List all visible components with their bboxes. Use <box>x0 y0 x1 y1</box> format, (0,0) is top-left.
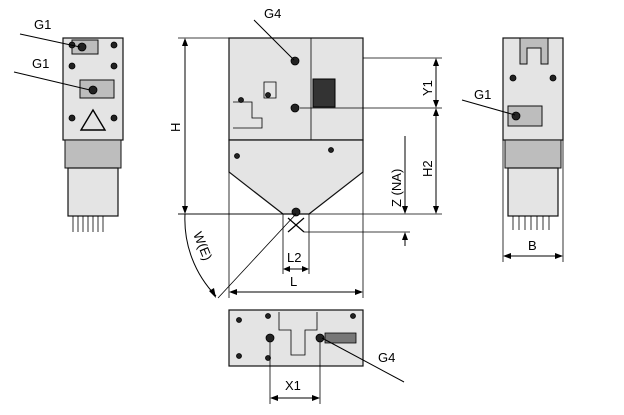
left-view-port-g1-mid-hole <box>88 85 98 95</box>
bottom-view-screw <box>236 317 242 323</box>
g4-bottom-leader <box>321 337 405 383</box>
front-view-small-hole <box>238 97 244 103</box>
bottom-view-screw <box>265 355 271 361</box>
label-g1-right: G1 <box>474 87 491 102</box>
front-view-small-hole <box>265 92 271 98</box>
front-view-lower-body <box>228 139 364 215</box>
dimension-l2 <box>282 214 310 274</box>
right-side-view <box>461 37 564 230</box>
label-h: H <box>168 123 183 132</box>
g4-top-leader <box>253 19 295 61</box>
left-view-screw <box>110 41 118 49</box>
front-view-vacuum-symbol <box>287 217 305 233</box>
left-view-screw <box>68 114 76 122</box>
g1-top-leader <box>19 33 81 48</box>
front-view-display <box>312 78 336 108</box>
bottom-view-port <box>265 333 275 343</box>
front-view-nozzle <box>291 207 301 217</box>
left-view-screw <box>68 62 76 70</box>
dimension-x1 <box>269 342 321 404</box>
bottom-view-screw <box>265 313 271 319</box>
right-view-screw <box>549 74 557 82</box>
label-z-na: Z (NA) <box>389 169 404 207</box>
left-view-warning-triangle <box>79 108 107 131</box>
right-view-top-slot <box>519 37 549 65</box>
label-l: L <box>290 274 297 289</box>
right-view-port-g1-hole <box>511 111 521 121</box>
front-view-screw <box>234 153 240 159</box>
label-h2: H2 <box>420 160 435 177</box>
label-l2: L2 <box>287 250 301 265</box>
left-view-screw <box>110 62 118 70</box>
label-g1-top: G1 <box>34 17 51 32</box>
dimension-b <box>502 140 564 262</box>
label-b: B <box>528 238 537 253</box>
g1-mid-leader <box>13 71 91 91</box>
label-y1: Y1 <box>420 80 435 96</box>
right-view-connector <box>507 167 559 217</box>
front-view-upper-body <box>228 37 364 141</box>
dimension-w-e <box>178 213 297 299</box>
left-view-connector <box>67 167 119 217</box>
bottom-view <box>228 309 405 383</box>
left-view-connector-pins <box>72 216 104 232</box>
left-view-sensor-housing <box>64 139 122 169</box>
dimension-y1 <box>300 57 442 109</box>
front-view-port-g4-lower <box>290 103 300 113</box>
bottom-view-thread <box>324 332 357 344</box>
front-view <box>228 37 364 233</box>
label-g1-mid: G1 <box>32 56 49 71</box>
front-view-screw <box>328 147 334 153</box>
right-view-sensor-housing <box>504 139 562 169</box>
label-x1: X1 <box>285 378 301 393</box>
label-w-e: W(E) <box>190 230 215 263</box>
label-g4-top: G4 <box>264 6 281 21</box>
label-g4-bottom: G4 <box>378 350 395 365</box>
front-view-lever <box>233 101 263 129</box>
front-view-slot <box>263 81 277 99</box>
dimension-l <box>228 172 364 298</box>
bottom-view-screw <box>350 313 356 319</box>
dimension-h2 <box>300 108 442 215</box>
right-view-connector-pins <box>512 216 550 230</box>
bottom-view-screw <box>236 353 242 359</box>
right-view-port <box>507 105 543 127</box>
left-view-screw <box>110 114 118 122</box>
left-side-view <box>13 33 124 232</box>
g1-right-leader <box>461 99 516 116</box>
right-view-screw <box>509 74 517 82</box>
bottom-view-channel <box>278 312 318 356</box>
dimension-z-na <box>304 136 410 246</box>
